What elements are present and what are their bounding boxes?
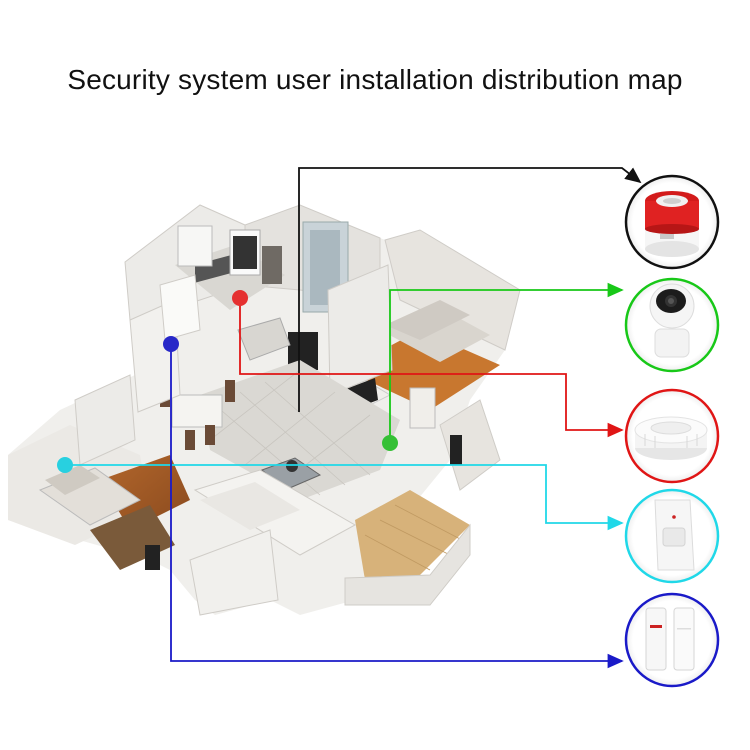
security-camera-icon: [649, 283, 695, 358]
siren-device: [624, 174, 720, 270]
pir-location-dot: [57, 457, 73, 473]
siren-connector: [298, 167, 642, 412]
location-dots: [57, 290, 398, 473]
door-location-dot: [163, 336, 179, 352]
smoke-detector-icon: [634, 416, 708, 460]
page-title: Security system user installation distri…: [67, 64, 683, 95]
connector-lines: [65, 167, 642, 669]
smoke-connector: [239, 298, 624, 438]
camera-location-dot: [382, 435, 398, 451]
camera-connector: [389, 282, 624, 443]
door-connector: [170, 344, 624, 669]
door-sensor-icon: [645, 607, 695, 671]
door-sensor-device: [624, 592, 720, 688]
pir-connector: [65, 464, 624, 531]
motion-sensor-icon: [654, 499, 695, 571]
pir-device: [624, 488, 720, 584]
camera-device: [624, 277, 720, 373]
smoke-location-dot: [232, 290, 248, 306]
siren-icon: [645, 191, 699, 257]
smoke-detector-device: [624, 388, 720, 484]
apartment-floorplan: [8, 204, 521, 616]
